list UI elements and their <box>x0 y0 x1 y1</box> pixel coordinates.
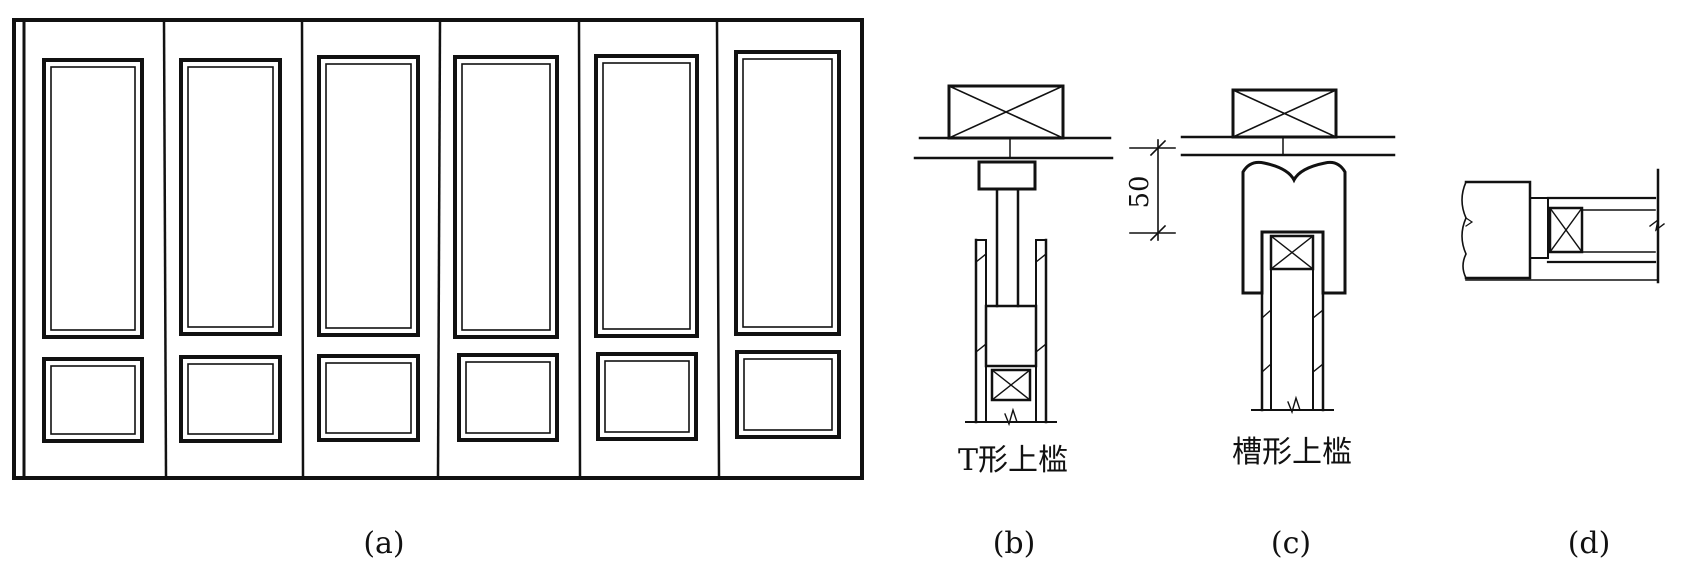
t-sill-head <box>977 160 1037 191</box>
panel-c-label: 槽形上槛 <box>1232 435 1352 470</box>
panel-b-label: T形上槛 <box>958 443 1068 478</box>
door-outer-frame <box>12 18 864 480</box>
panel-c-channel-sill-section <box>1180 88 1396 415</box>
door-leaf-4 <box>453 55 559 442</box>
leaf-dividers <box>162 20 721 478</box>
door-leaf-3 <box>317 55 420 442</box>
door-leaf-1 <box>42 58 144 443</box>
caption-d: (d) <box>1568 526 1611 561</box>
panel-d-plan-detail <box>1461 168 1665 284</box>
dimension-label: 50 <box>1125 175 1155 208</box>
channel-sill <box>1241 160 1347 295</box>
panel-a-door-elevation <box>12 18 864 480</box>
dimension-50 <box>1129 139 1176 242</box>
jamb-piece <box>1464 180 1532 280</box>
caption-b: (b) <box>993 526 1036 561</box>
door-leaf-2 <box>179 58 282 443</box>
caption-c: (c) <box>1271 526 1311 561</box>
door-leaf-5 <box>594 54 699 441</box>
panel-b-t-sill-section <box>913 84 1114 427</box>
door-leaf-6 <box>734 50 841 439</box>
caption-a: (a) <box>363 526 404 561</box>
